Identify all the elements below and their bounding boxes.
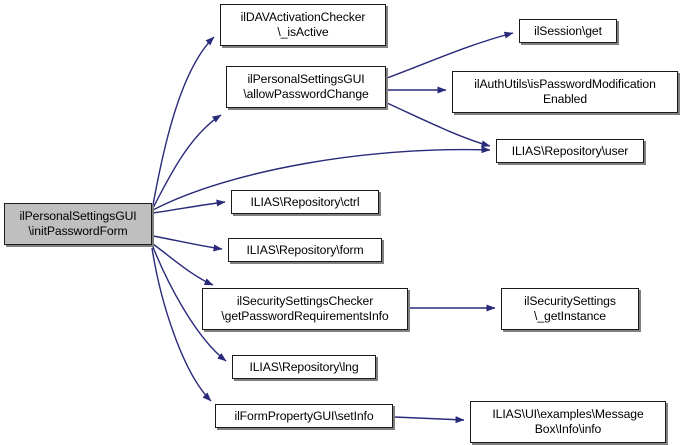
edge-setinfo-to-messagebox-info — [393, 416, 465, 424]
edge-init-to-repository-lng — [152, 246, 227, 362]
node-ilsecuritysettingschecker-getpasswordrequirementsinfo[interactable]: ilSecuritySettingsChecker \getPasswordRe… — [202, 288, 408, 330]
node-ilformpropertygui-setinfo[interactable]: ilFormPropertyGUI\setInfo — [215, 404, 393, 428]
node-label: ilPersonalSettingsGUI \initPasswordForm — [19, 209, 137, 238]
node-label: ilFormPropertyGUI\setInfo — [234, 408, 374, 423]
node-ilias-repository-ctrl[interactable]: ILIAS\Repository\ctrl — [231, 190, 379, 214]
node-ilpersonalsettingsgui-initpasswordform[interactable]: ilPersonalSettingsGUI \initPasswordForm — [4, 203, 152, 245]
node-ilpersonalsettingsgui-allowpasswordchange[interactable]: ilPersonalSettingsGUI \allowPasswordChan… — [226, 66, 386, 108]
edge-init-to-allow-password-change — [152, 114, 222, 209]
node-ilsession-get[interactable]: ilSession\get — [519, 19, 617, 43]
node-label: ilSecuritySettingsChecker \getPasswordRe… — [221, 294, 389, 323]
node-ilias-repository-user[interactable]: ILIAS\Repository\user — [496, 139, 644, 163]
edge-init-to-security-settings-checker — [152, 243, 214, 286]
node-label: ilDAVActivationChecker \_isActive — [240, 10, 366, 39]
node-label: ilAuthUtils\isPasswordModification Enabl… — [474, 77, 656, 106]
node-ildavactivationchecker-isactive[interactable]: ilDAVActivationChecker \_isActive — [220, 4, 386, 46]
edge-init-to-repository-form — [152, 235, 223, 252]
node-ilias-repository-lng[interactable]: ILIAS\Repository\lng — [232, 355, 376, 379]
edge-init-to-form-property-setinfo — [151, 247, 212, 402]
node-label: ILIAS\Repository\form — [246, 242, 364, 257]
edge-init-to-dav-is-active — [152, 36, 215, 206]
node-ilsecuritysettings-getinstance[interactable]: ilSecuritySettings \_getInstance — [501, 288, 639, 330]
edge-init-to-repository-user — [152, 146, 491, 211]
node-label: ILIAS\Repository\user — [511, 143, 629, 158]
node-label: ILIAS\UI\examples\Message Box\Info\info — [492, 407, 644, 436]
node-ilauthutils-ispasswordmodificationenabled[interactable]: ilAuthUtils\isPasswordModification Enabl… — [452, 71, 678, 113]
node-label: ilPersonalSettingsGUI \allowPasswordChan… — [243, 72, 369, 101]
edge-init-to-repository-ctrl — [152, 199, 226, 214]
edge-allow-to-repository-user — [386, 102, 491, 148]
node-label: ilSession\get — [534, 23, 602, 38]
node-label: ILIAS\Repository\ctrl — [250, 194, 360, 209]
node-label: ilSecuritySettings \_getInstance — [524, 294, 616, 323]
node-ilias-ui-examples-messagebox-info-info[interactable]: ILIAS\UI\examples\Message Box\Info\info — [470, 401, 666, 443]
node-label: ILIAS\Repository\lng — [249, 359, 359, 374]
edge-allow-to-session-get — [386, 31, 514, 79]
node-ilias-repository-form[interactable]: ILIAS\Repository\form — [228, 238, 382, 262]
